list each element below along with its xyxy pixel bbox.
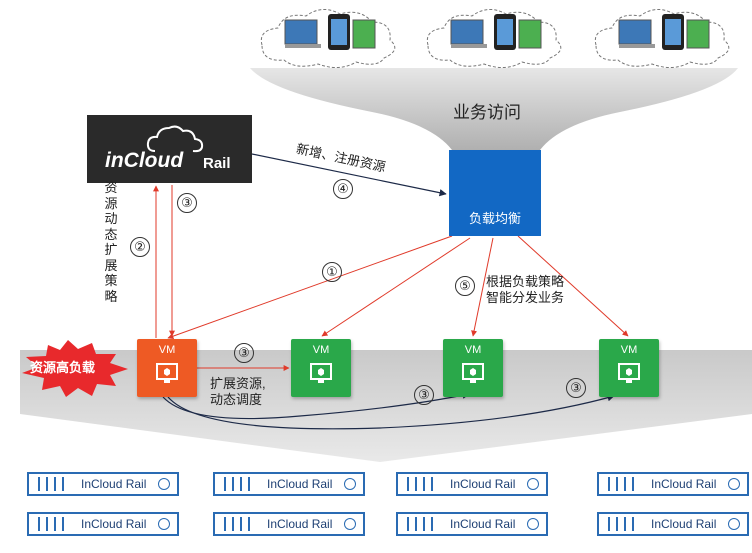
expand-label-line1: 扩展资源, bbox=[210, 376, 266, 391]
incloud-rail-logo: inCloud Rail bbox=[87, 115, 252, 183]
logo-main-text: inCloud bbox=[105, 149, 184, 172]
server-label: InCloud Rail bbox=[651, 517, 717, 531]
rack-bars-icon bbox=[407, 477, 439, 491]
vm-normal: VM bbox=[291, 339, 351, 397]
power-led-icon bbox=[527, 478, 539, 490]
step-5: ⑤ bbox=[455, 276, 475, 296]
vm-label: VM bbox=[464, 344, 482, 356]
step-3-top: ③ bbox=[177, 193, 197, 213]
load-balancer-label: 负载均衡 bbox=[468, 211, 521, 226]
power-led-icon bbox=[728, 518, 740, 530]
lb-policy-line1: 根据负载策略 bbox=[486, 274, 565, 289]
power-led-icon bbox=[527, 518, 539, 530]
power-led-icon bbox=[158, 518, 170, 530]
rack-bars-icon bbox=[608, 477, 640, 491]
server-node: InCloud Rail bbox=[396, 512, 548, 536]
server-label: InCloud Rail bbox=[267, 477, 333, 491]
rack-bars-icon bbox=[608, 517, 640, 531]
logo-suffix-text: Rail bbox=[203, 155, 231, 172]
power-led-icon bbox=[344, 478, 356, 490]
monitor-icon bbox=[156, 363, 178, 383]
business-access-label: 业务访问 bbox=[453, 103, 521, 122]
server-label: InCloud Rail bbox=[267, 517, 333, 531]
laptop-icon bbox=[284, 19, 318, 45]
step-3-right: ③ bbox=[566, 378, 586, 398]
dynamic-policy-label: 资源动态扩展策略 bbox=[104, 180, 118, 304]
rack-bars-icon bbox=[224, 477, 256, 491]
rack-bars-icon bbox=[38, 517, 70, 531]
server-node: InCloud Rail bbox=[27, 472, 179, 496]
client-cloud-left bbox=[260, 9, 396, 68]
client-cloud-middle bbox=[426, 9, 562, 68]
step-2: ② bbox=[130, 237, 150, 257]
server-node: InCloud Rail bbox=[396, 472, 548, 496]
client-cloud-right bbox=[594, 9, 730, 68]
resource-pool-band bbox=[20, 350, 752, 462]
expand-label-line2: 动态调度 bbox=[210, 392, 263, 407]
step-1: ① bbox=[322, 262, 342, 282]
server-label: InCloud Rail bbox=[450, 477, 516, 491]
monitor-icon bbox=[310, 363, 332, 383]
tablet-icon bbox=[352, 19, 376, 49]
vm-overloaded: VM bbox=[137, 339, 197, 397]
step-4: ④ bbox=[333, 179, 353, 199]
rack-bars-icon bbox=[38, 477, 70, 491]
rack-bars-icon bbox=[224, 517, 256, 531]
cloud-icon bbox=[146, 125, 204, 153]
step-3-middle: ③ bbox=[414, 385, 434, 405]
step-3-expand: ③ bbox=[234, 343, 254, 363]
high-load-label: 资源高负载 bbox=[30, 360, 96, 375]
vm-label: VM bbox=[620, 344, 638, 356]
server-label: InCloud Rail bbox=[450, 517, 516, 531]
laptop-icon bbox=[618, 19, 652, 45]
power-led-icon bbox=[728, 478, 740, 490]
tablet-icon bbox=[686, 19, 710, 49]
load-balancer-box: 负载均衡 bbox=[449, 150, 541, 236]
vm-normal: VM bbox=[443, 339, 503, 397]
tablet-icon bbox=[518, 19, 542, 49]
server-label: InCloud Rail bbox=[651, 477, 717, 491]
server-label: InCloud Rail bbox=[81, 517, 147, 531]
server-node: InCloud Rail bbox=[597, 512, 749, 536]
high-load-burst bbox=[22, 340, 128, 397]
server-node: InCloud Rail bbox=[597, 472, 749, 496]
server-label: InCloud Rail bbox=[81, 477, 147, 491]
monitor-icon bbox=[462, 363, 484, 383]
monitor-icon bbox=[618, 363, 640, 383]
vm-label: VM bbox=[158, 344, 176, 356]
lb-policy-line2: 智能分发业务 bbox=[486, 290, 565, 305]
vm-normal: VM bbox=[599, 339, 659, 397]
rack-bars-icon bbox=[407, 517, 439, 531]
power-led-icon bbox=[158, 478, 170, 490]
server-node: InCloud Rail bbox=[27, 512, 179, 536]
lb-distribution-arrows bbox=[167, 235, 629, 339]
vm-label: VM bbox=[312, 344, 330, 356]
server-node: InCloud Rail bbox=[213, 512, 365, 536]
server-node: InCloud Rail bbox=[213, 472, 365, 496]
register-arrow bbox=[251, 153, 447, 197]
access-funnel bbox=[250, 68, 738, 150]
laptop-icon bbox=[450, 19, 484, 45]
power-led-icon bbox=[344, 518, 356, 530]
